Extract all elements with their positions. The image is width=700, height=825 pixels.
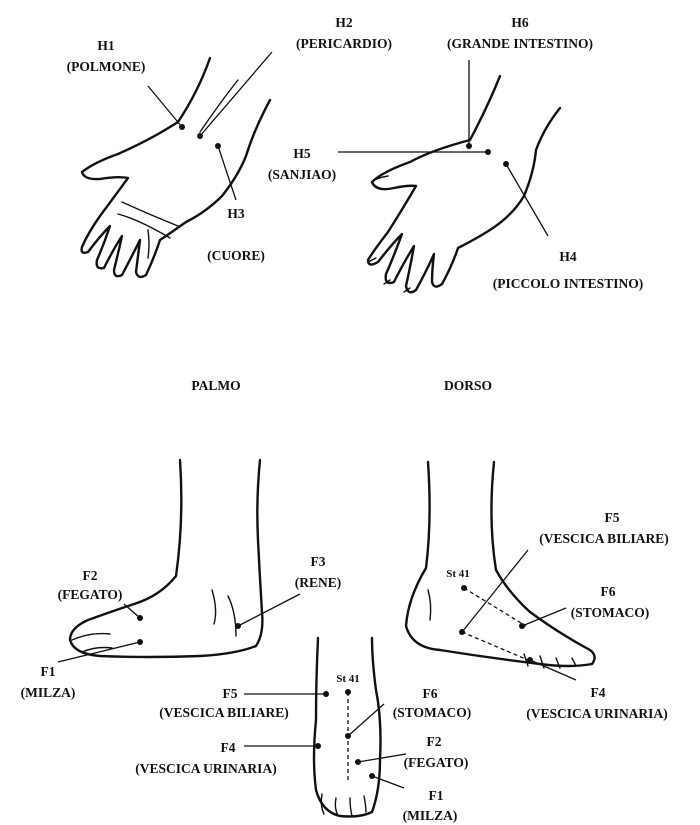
f4-leader-right [530,660,576,680]
f4-point-bottom [315,743,321,749]
st41-label-right: St 41 [446,568,470,580]
lateral-foot-illustration [406,462,595,668]
h4-code: H4 [559,249,577,264]
h2-code: H2 [335,15,353,30]
palm-view-label: PALMO [191,378,240,393]
dorsum-view-label: DORSO [444,378,492,393]
f2-name-left: (FEGATO) [58,587,123,602]
f3-leader [238,594,300,626]
f1-point-left [137,639,143,645]
dorsal-foot-illustration [314,638,381,817]
f6-code-bottom: F6 [423,686,438,701]
h1-code: H1 [97,38,115,53]
h5-point [485,149,491,155]
f6-name-bottom: (STOMACO) [393,705,472,720]
st41-label-bottom: St 41 [336,673,360,685]
h6-point [466,143,472,149]
st41-line-right [464,588,526,626]
h3-leader [218,146,236,200]
h3-name: (CUORE) [207,248,265,263]
f2-point-left [137,615,143,621]
f3-code: F3 [311,554,326,569]
h5-name: (SANJIAO) [268,167,336,182]
f2-name-bottom: (FEGATO) [404,755,469,770]
f5-point-bottom [323,691,329,697]
f1-name-bottom: (MILZA) [403,808,458,823]
dorsum-hand-illustration [368,76,560,292]
f4-name-bottom: (VESCICA URINARIA) [135,761,276,776]
f5-point-right [459,629,465,635]
h4-leader [506,164,548,236]
h2-name: (PERICARDIO) [296,36,392,51]
f1-code-bottom: F1 [429,788,444,803]
f1-point-bottom [369,773,375,779]
h4-name: (PICCOLO INTESTINO) [493,276,643,291]
f6-point-right [519,623,525,629]
f1-leader-left [58,642,140,662]
f4-point-right [527,657,533,663]
f5-name-right: (VESCICA BILIARE) [539,531,668,546]
f6-code-right: F6 [601,584,616,599]
f1-leader-bottom [372,776,404,788]
f6-leader-bottom [348,704,384,736]
f5-code-bottom: F5 [223,686,238,701]
h6-name: (GRANDE INTESTINO) [447,36,593,51]
f4-name-right: (VESCICA URINARIA) [526,706,667,721]
h4-point [503,161,509,167]
f2-leader-left [124,604,140,618]
f5-code-right: F5 [605,510,620,525]
f2-code-left: F2 [83,568,98,583]
f2-point-bottom [355,759,361,765]
f3-point [235,623,241,629]
h3-point [215,143,221,149]
medial-foot-illustration [70,460,262,657]
h1-point [179,124,185,130]
f2-code-bottom: F2 [427,734,442,749]
h1-name: (POLMONE) [67,59,146,74]
f6-name-right: (STOMACO) [571,605,650,620]
f2-leader-bottom [358,754,406,762]
f1-code-left: F1 [41,664,56,679]
f3-name: (RENE) [295,575,342,590]
palm-hand-illustration [82,58,270,277]
h1-leader [148,86,182,127]
f5-name-bottom: (VESCICA BILIARE) [159,705,288,720]
f1-name-left: (MILZA) [21,685,76,700]
h2-leader [200,52,272,136]
h5-code: H5 [293,146,311,161]
h3-code: H3 [227,206,245,221]
f4-code-right: F4 [591,685,606,700]
h6-code: H6 [511,15,529,30]
st41-point-bottom [345,689,351,695]
h2-point [197,133,203,139]
f4-code-bottom: F4 [221,740,236,755]
st41-point-right [461,585,467,591]
f6-point-bottom [345,733,351,739]
